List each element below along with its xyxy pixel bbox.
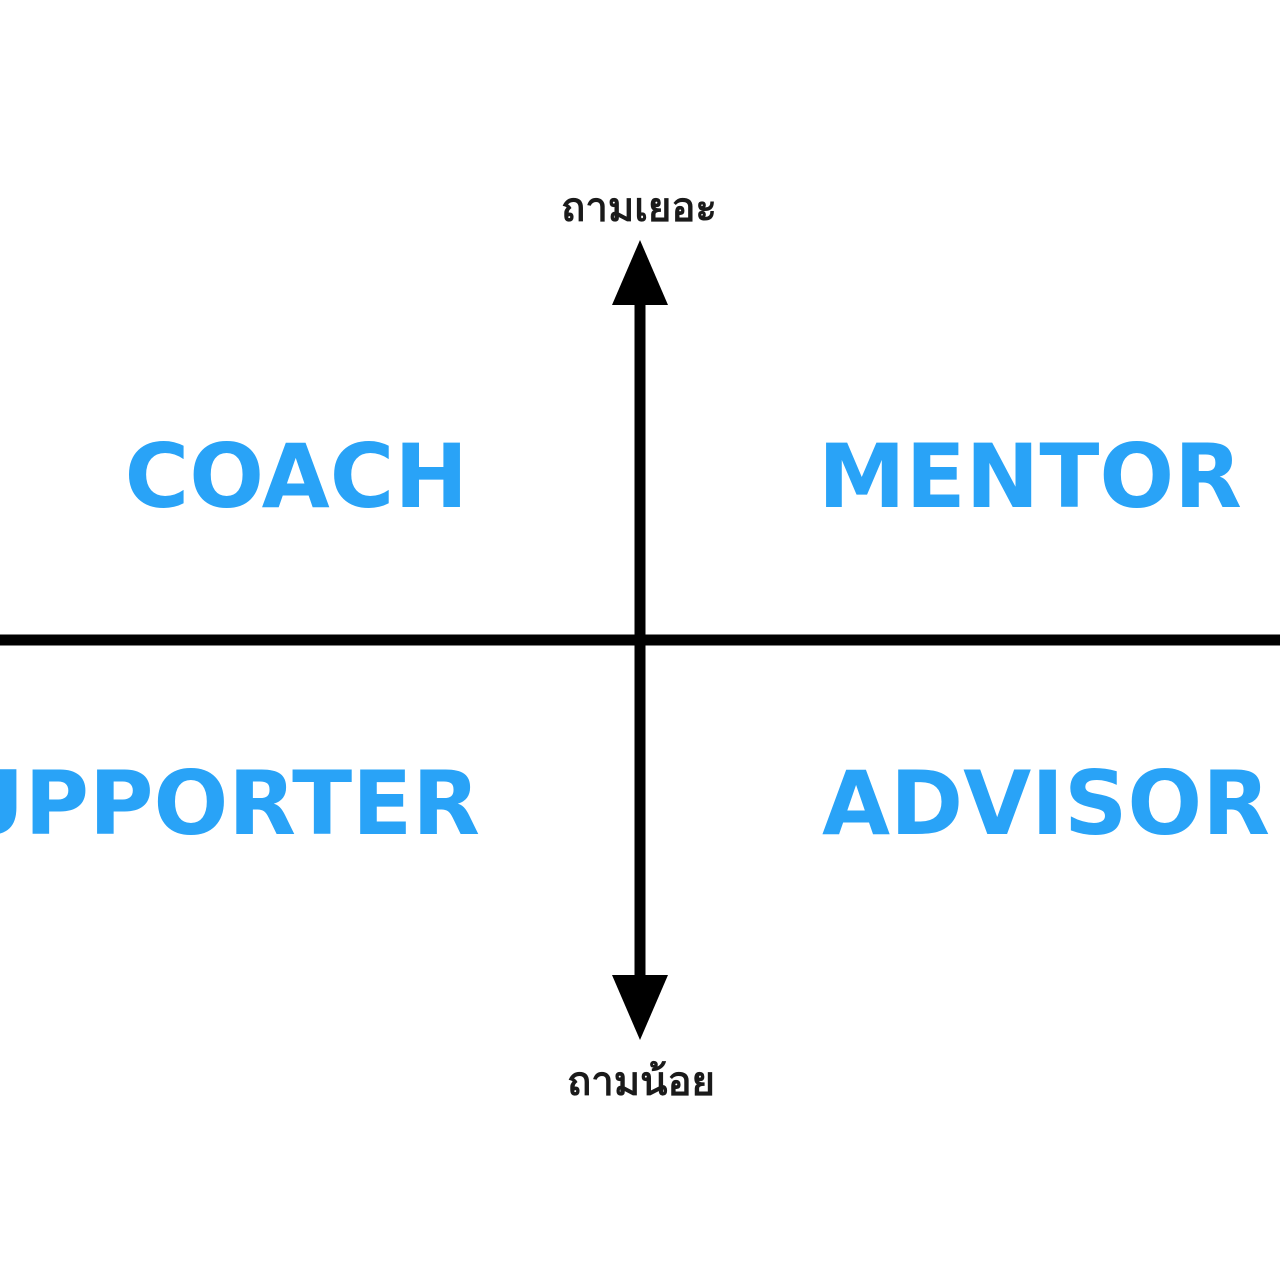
arrow-down-head (612, 975, 668, 1040)
arrow-up-head (612, 240, 668, 305)
quadrant-label-coach: COACH (124, 425, 468, 528)
quadrant-label-mentor: MENTOR (818, 425, 1242, 528)
axis-label-top: ถามเยอะ (561, 185, 717, 231)
quadrant-label-advisor: ADVISOR (822, 752, 1270, 855)
quadrant-label-supporter: UPPORTER (0, 752, 480, 855)
axis-label-bottom: ถามน้อย (567, 1059, 715, 1105)
